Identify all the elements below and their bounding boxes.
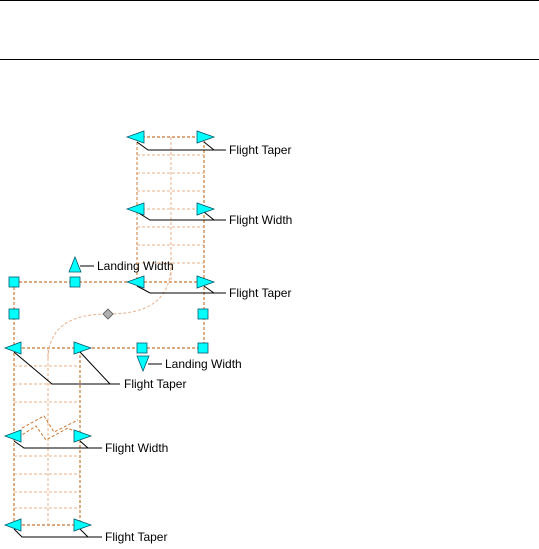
triangle-arrow-grip-icon[interactable] (196, 275, 216, 289)
flight-width-label: Flight Width (229, 213, 292, 227)
flight-taper-label: Flight Taper (229, 143, 291, 157)
square-grip-icon[interactable] (69, 276, 81, 288)
triangle-arrow-grip-icon[interactable] (3, 518, 22, 532)
grips (3, 130, 216, 532)
flight-taper-label: Flight Taper (229, 286, 291, 300)
top-rule (0, 0, 539, 1)
square-grip-icon[interactable] (136, 342, 148, 354)
landing-width-label: Landing Width (165, 357, 242, 371)
lower-flight (13, 348, 81, 526)
leader-lines (13, 141, 226, 538)
triangle-arrow-grip-icon[interactable] (196, 130, 216, 144)
triangle-arrow-grip-icon[interactable] (3, 341, 22, 355)
flight-taper-label: Flight Taper (124, 377, 186, 391)
triangle-arrow-grip-icon[interactable] (125, 130, 145, 144)
stair-geometry (13, 136, 205, 526)
triangle-arrow-grip-icon[interactable] (73, 341, 93, 355)
callout-labels: Flight Taper Flight Width Landing Width … (97, 143, 292, 544)
triangle-arrow-grip-icon[interactable] (136, 355, 150, 373)
diamond-grip-icon[interactable] (102, 308, 114, 320)
triangle-arrow-grip-icon[interactable] (196, 202, 216, 216)
header-divider (0, 59, 539, 60)
triangle-arrow-grip-icon[interactable] (125, 202, 145, 216)
square-grip-icon[interactable] (197, 342, 209, 354)
landing-width-label: Landing Width (97, 259, 174, 273)
triangle-arrow-grip-icon[interactable] (3, 429, 22, 443)
square-grip-icon[interactable] (8, 308, 20, 320)
triangle-arrow-grip-icon[interactable] (125, 275, 145, 289)
triangle-arrow-grip-icon[interactable] (73, 518, 93, 532)
triangle-arrow-grip-icon[interactable] (73, 429, 93, 443)
square-grip-icon[interactable] (197, 308, 209, 320)
triangle-arrow-grip-icon[interactable] (68, 255, 82, 273)
flight-taper-label: Flight Taper (105, 530, 167, 544)
square-grip-icon[interactable] (8, 276, 20, 288)
flight-width-label: Flight Width (105, 441, 168, 455)
